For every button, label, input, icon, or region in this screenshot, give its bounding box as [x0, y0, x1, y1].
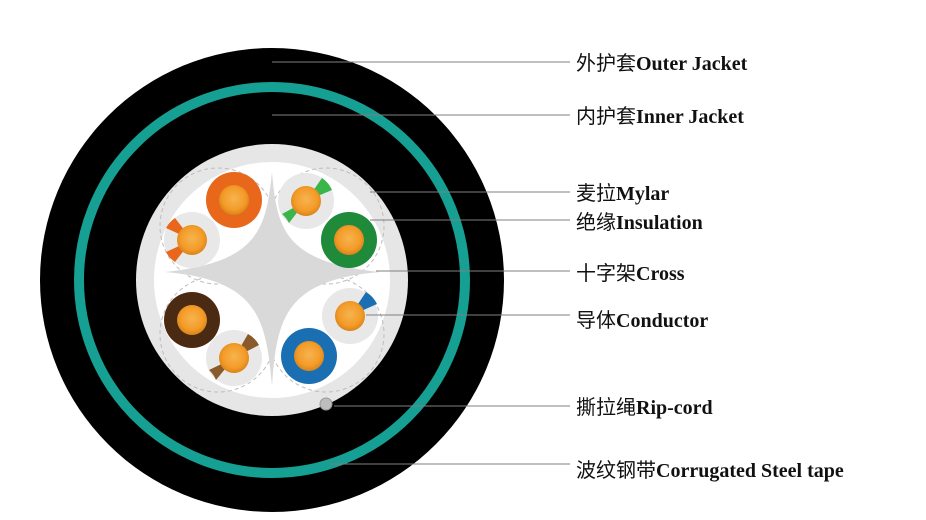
label-en: Inner Jacket [636, 106, 744, 128]
label-insulation: 绝缘Insulation [576, 210, 703, 235]
conductor [335, 301, 365, 331]
conductor [291, 186, 321, 216]
conductor [219, 185, 249, 215]
label-outer-jacket: 外护套Outer Jacket [576, 51, 747, 76]
label-inner-jacket: 内护套Inner Jacket [576, 104, 744, 129]
label-cn: 撕拉绳 [576, 395, 636, 419]
label-en: Conductor [616, 310, 709, 332]
leader-lines [272, 61, 570, 465]
label-cn: 绝缘 [576, 210, 616, 234]
label-mylar: 麦拉Mylar [576, 181, 669, 206]
conductor [219, 343, 249, 373]
label-cn: 麦拉 [576, 181, 616, 205]
label-en: Cross [636, 263, 685, 285]
insulation-white-blue [322, 288, 378, 344]
insulated-conductors [164, 172, 378, 386]
conductor [177, 305, 207, 335]
label-en: Insulation [616, 212, 703, 234]
conductor [334, 225, 364, 255]
label-en: Rip-cord [636, 397, 713, 419]
pair-boundary [267, 275, 385, 393]
conductor [294, 341, 324, 371]
label-en: Corrugated Steel tape [656, 460, 844, 482]
label-cn: 十字架 [576, 261, 636, 285]
label-conductor: 导体Conductor [576, 308, 708, 333]
label-cn: 波纹钢带 [576, 458, 656, 482]
conductor [177, 225, 207, 255]
steel-tape-ring [74, 82, 470, 478]
pair-boundary [267, 167, 385, 285]
label-rip-cord: 撕拉绳Rip-cord [576, 395, 713, 420]
label-steel-tape: 波纹钢带Corrugated Steel tape [576, 458, 844, 483]
label-en: Outer Jacket [636, 53, 748, 75]
label-cn: 导体 [576, 308, 616, 332]
rip-cord [319, 397, 333, 411]
insulation-white-orange [164, 212, 220, 268]
insulation-white-brown [206, 330, 262, 386]
label-cn: 外护套 [576, 51, 636, 75]
label-cn: 内护套 [576, 104, 636, 128]
label-cross: 十字架Cross [576, 261, 685, 286]
insulation-white-green [278, 173, 334, 229]
label-en: Mylar [616, 183, 670, 205]
cross-separator [165, 172, 380, 386]
